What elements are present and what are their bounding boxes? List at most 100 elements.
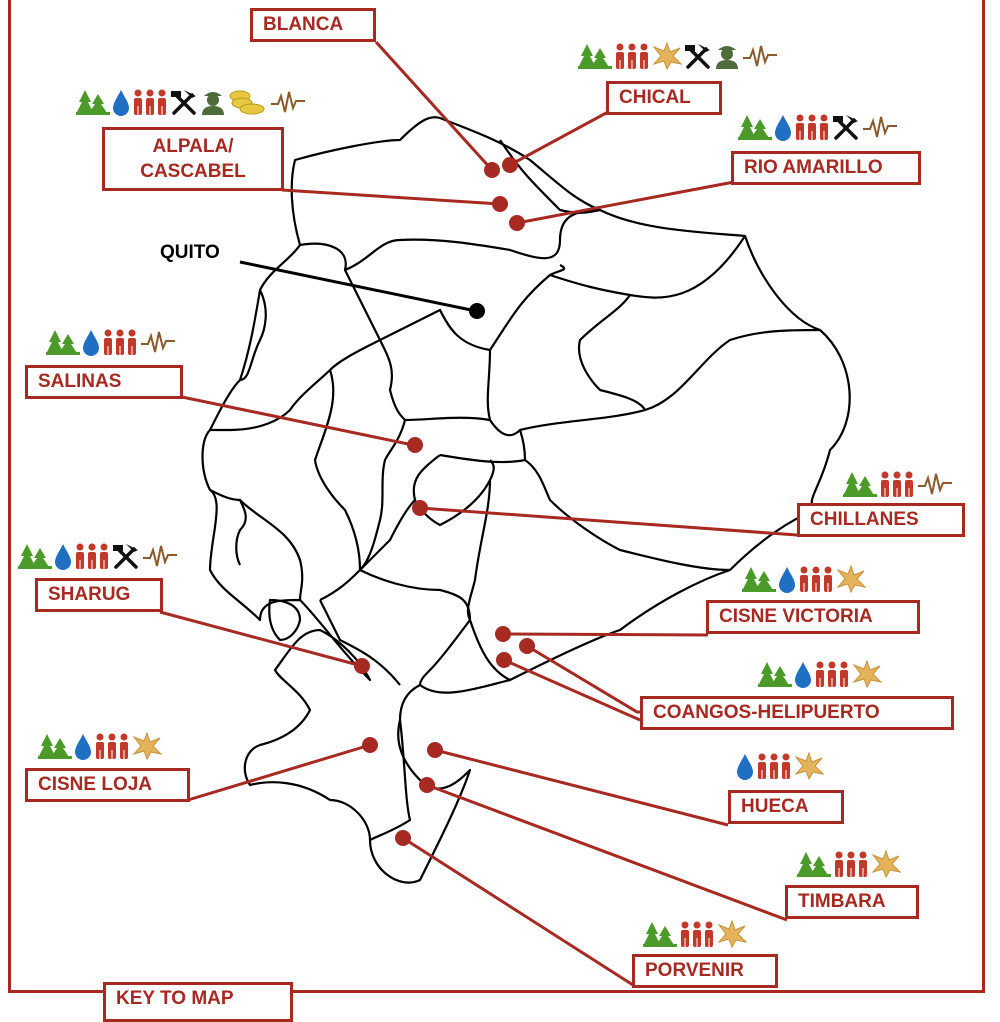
province-line bbox=[239, 289, 267, 382]
people-icon bbox=[102, 328, 138, 356]
site-label-alpala-cascabel[interactable]: ALPALA/CASCABEL bbox=[102, 127, 284, 191]
marker-sharug[interactable] bbox=[354, 658, 370, 674]
marker-alpala[interactable] bbox=[492, 196, 508, 212]
marker-blanca[interactable] bbox=[484, 162, 500, 178]
marker-chillanes[interactable] bbox=[412, 500, 428, 516]
icons-cisne-victoria bbox=[742, 563, 866, 593]
province-line bbox=[268, 598, 302, 642]
ecuador-map bbox=[159, 40, 851, 987]
province-line bbox=[486, 349, 646, 437]
marker-rio-amarillo[interactable] bbox=[509, 215, 525, 231]
seismic-icon bbox=[270, 88, 306, 116]
people-icon bbox=[814, 660, 850, 688]
seismic-icon bbox=[142, 542, 178, 570]
site-label-chical[interactable]: CHICAL bbox=[606, 81, 722, 115]
icons-salinas bbox=[46, 326, 176, 356]
water-icon bbox=[736, 752, 754, 780]
mining-icon bbox=[170, 88, 198, 116]
marker-cisne-victoria[interactable] bbox=[495, 626, 511, 642]
site-label-chillanes[interactable]: CHILLANES bbox=[797, 503, 965, 537]
icons-porvenir bbox=[643, 918, 747, 948]
military-icon bbox=[714, 42, 740, 70]
site-markers bbox=[354, 157, 535, 846]
marker-hueca[interactable] bbox=[427, 742, 443, 758]
site-label-porvenir[interactable]: PORVENIR bbox=[632, 954, 778, 988]
people-icon bbox=[879, 470, 915, 498]
water-icon bbox=[112, 88, 130, 116]
leader-lines bbox=[159, 40, 798, 987]
province-line bbox=[313, 369, 362, 571]
forest-icon bbox=[797, 850, 831, 878]
site-label-sharug[interactable]: SHARUG bbox=[35, 578, 163, 612]
province-line bbox=[319, 599, 401, 686]
people-icon bbox=[833, 850, 869, 878]
seismic-icon bbox=[140, 328, 176, 356]
seismic-icon bbox=[917, 470, 953, 498]
people-icon bbox=[132, 88, 168, 116]
province-line bbox=[466, 479, 492, 621]
province-line bbox=[319, 419, 407, 601]
leader-hueca bbox=[434, 748, 729, 827]
province-borders bbox=[201, 116, 851, 884]
province-line bbox=[209, 489, 304, 601]
marker-cisne-loja[interactable] bbox=[362, 737, 378, 753]
seismic-icon bbox=[862, 113, 898, 141]
province-line bbox=[549, 235, 746, 299]
province-line bbox=[235, 499, 247, 566]
icons-alpala bbox=[76, 86, 306, 116]
site-label-blanca[interactable]: BLANCA bbox=[250, 8, 376, 42]
mining-icon bbox=[112, 542, 140, 570]
marker-porvenir[interactable] bbox=[395, 830, 411, 846]
leader-coangos bbox=[526, 644, 640, 714]
forest-icon bbox=[758, 660, 792, 688]
province-line bbox=[439, 453, 731, 572]
seismic-icon bbox=[742, 42, 778, 70]
leader-alpala bbox=[281, 188, 501, 206]
site-label-hueca[interactable]: HUECA bbox=[728, 790, 844, 824]
star-icon bbox=[871, 850, 901, 878]
forest-icon bbox=[76, 88, 110, 116]
coins-icon bbox=[228, 88, 268, 116]
marker-salinas[interactable] bbox=[407, 437, 423, 453]
leader-quito bbox=[239, 260, 477, 313]
site-label-cisne-loja[interactable]: CISNE LOJA bbox=[25, 768, 190, 802]
province-line bbox=[210, 339, 381, 432]
people-icon bbox=[614, 42, 650, 70]
marker-coangos-b[interactable] bbox=[496, 652, 512, 668]
site-label-coangos-helipuerto[interactable]: COANGOS-HELIPUERTO bbox=[640, 696, 954, 730]
icons-coangos bbox=[758, 658, 882, 688]
marker-chical[interactable] bbox=[502, 157, 518, 173]
star-icon bbox=[794, 752, 824, 780]
leader-cisne-loja bbox=[187, 743, 371, 802]
icons-rio-amarillo bbox=[738, 111, 898, 141]
site-label-salinas[interactable]: SALINAS bbox=[25, 365, 183, 399]
site-label-rio-amarillo[interactable]: RIO AMARILLO bbox=[731, 151, 921, 185]
site-label-timbara[interactable]: TIMBARA bbox=[785, 885, 919, 919]
leader-sharug bbox=[159, 610, 363, 668]
forest-icon bbox=[38, 732, 72, 760]
forest-icon bbox=[738, 113, 772, 141]
star-icon bbox=[852, 660, 882, 688]
site-label-cisne-victoria[interactable]: CISNE VICTORIA bbox=[706, 600, 920, 634]
people-icon bbox=[798, 565, 834, 593]
star-icon bbox=[717, 920, 747, 948]
leader-porvenir bbox=[402, 836, 634, 987]
alpala-line: ALPALA/ bbox=[152, 136, 234, 157]
forest-icon bbox=[18, 542, 52, 570]
capital-label: QUITO bbox=[160, 242, 220, 263]
marker-coangos-a[interactable] bbox=[519, 638, 535, 654]
star-icon bbox=[652, 42, 682, 70]
leader-rio-amarillo bbox=[516, 180, 735, 225]
icons-sharug bbox=[18, 540, 178, 570]
marker-quito[interactable] bbox=[469, 303, 485, 319]
marker-timbara[interactable] bbox=[419, 777, 435, 793]
icons-cisne-loja bbox=[38, 730, 162, 760]
forest-icon bbox=[643, 920, 677, 948]
mining-icon bbox=[684, 42, 712, 70]
forest-icon bbox=[742, 565, 776, 593]
leader-timbara bbox=[426, 783, 788, 922]
water-icon bbox=[778, 565, 796, 593]
water-icon bbox=[794, 660, 812, 688]
key-to-map-label[interactable]: KEY TO MAP bbox=[103, 982, 293, 1022]
leader-coangos-2 bbox=[503, 658, 641, 722]
